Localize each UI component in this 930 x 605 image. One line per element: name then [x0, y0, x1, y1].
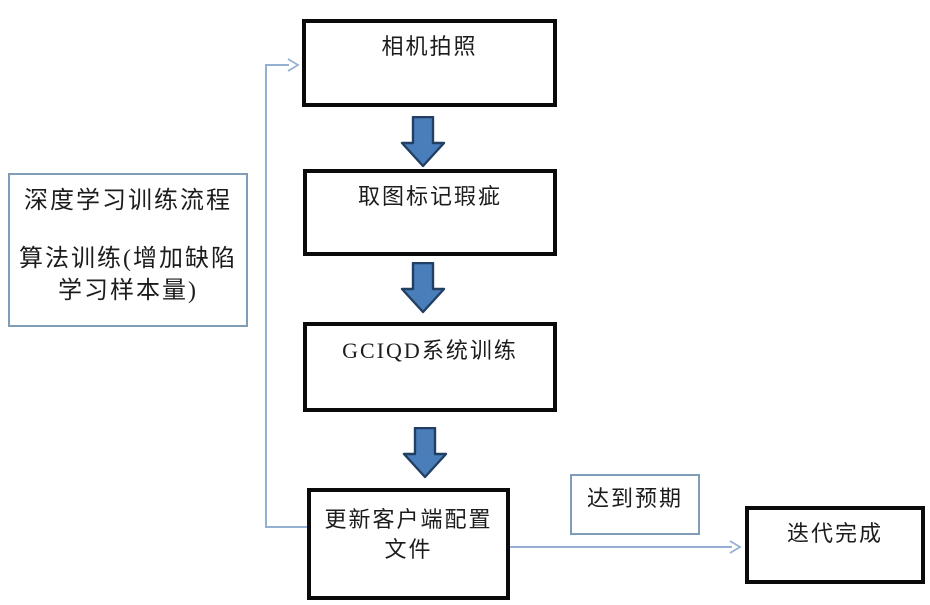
edge-label-expect: 达到预期	[586, 486, 683, 511]
step-update-config-line2: 文件	[384, 537, 433, 562]
step-update-config-box: 更新客户端配置 文件	[307, 488, 510, 600]
side-note-line1: 深度学习训练流程	[24, 188, 232, 214]
forward-connector-line	[510, 546, 732, 548]
step-camera-box: 相机拍照	[302, 19, 557, 107]
arrowhead-icon	[729, 540, 742, 554]
step-mark-defects-label: 取图标记瑕疵	[357, 184, 502, 209]
side-note-line2: 算法训练(增加缺陷	[19, 246, 237, 272]
step-system-training-label: GCIQD系统训练	[342, 338, 518, 363]
feedback-connector-vertical-segment	[265, 64, 267, 528]
side-note-line3: 学习样本量)	[58, 278, 198, 304]
block-arrow-down-icon	[400, 262, 446, 314]
block-arrow-down-icon	[402, 427, 448, 479]
side-note-box: 深度学习训练流程 算法训练(增加缺陷 学习样本量)	[8, 173, 248, 327]
step-iteration-done-box: 迭代完成	[745, 506, 925, 584]
edge-label-expect-box: 达到预期	[570, 474, 700, 535]
step-camera-label: 相机拍照	[381, 34, 478, 59]
step-update-config-line1: 更新客户端配置	[324, 507, 493, 532]
feedback-connector-top-segment	[265, 64, 289, 66]
block-arrow-down-icon	[400, 116, 446, 168]
step-iteration-done-label: 迭代完成	[786, 521, 883, 546]
feedback-connector-bottom-segment	[265, 526, 307, 528]
step-mark-defects-box: 取图标记瑕疵	[303, 169, 557, 256]
step-system-training-box: GCIQD系统训练	[303, 322, 557, 412]
arrowhead-icon	[287, 58, 300, 72]
